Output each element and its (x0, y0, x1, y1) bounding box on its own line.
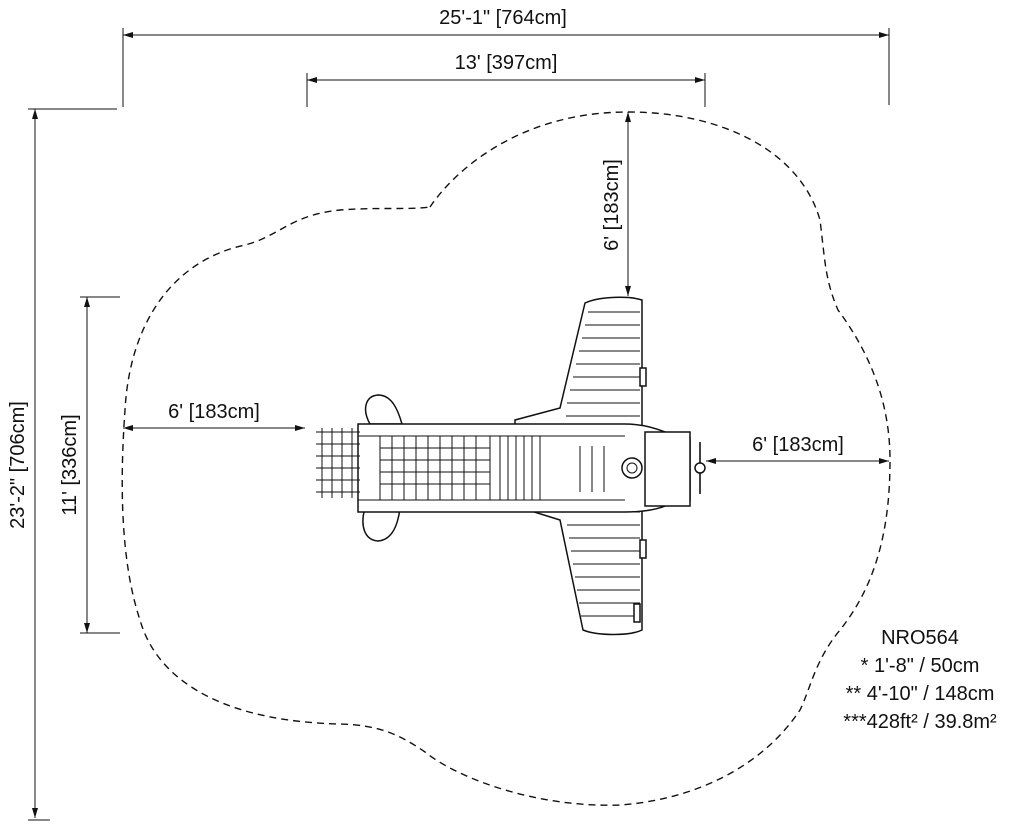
cockpit-panel (644, 431, 691, 507)
engine-hub-icon (626, 462, 638, 474)
wing-strut-bottom (639, 539, 647, 559)
airplane-structure (316, 296, 706, 636)
model-number: NRO564 (881, 627, 959, 649)
engine-icon (621, 457, 643, 479)
equipment-width-label: 13' [397cm] (455, 52, 558, 74)
top-clearance-label: 6' [183cm] (601, 159, 623, 251)
spec-fall-height: * 1'-8" / 50cm (861, 655, 980, 677)
deck-planks (499, 436, 605, 500)
wing-strut-tip (633, 603, 641, 623)
spec-area: ***428ft² / 39.8m² (843, 711, 997, 733)
tail-fin-top (364, 394, 403, 425)
rear-rope-net (316, 428, 360, 498)
overall-length-label: 23'-2" [706cm] (7, 401, 29, 529)
left-clearance-label: 6' [183cm] (168, 401, 260, 423)
tail-fin-bottom (362, 507, 401, 542)
overall-width-label: 25'-1" [764cm] (439, 7, 567, 29)
wing-strut-top (639, 367, 647, 387)
climbing-net (379, 435, 491, 501)
equipment-length-label: 11' [336cm] (59, 414, 81, 515)
right-clearance-label: 6' [183cm] (752, 434, 844, 456)
spec-height: ** 4'-10" / 148cm (846, 683, 995, 705)
spec-block: NRO564 * 1'-8" / 50cm ** 4'-10" / 148cm … (843, 627, 997, 733)
propeller-hub-icon (694, 462, 706, 474)
